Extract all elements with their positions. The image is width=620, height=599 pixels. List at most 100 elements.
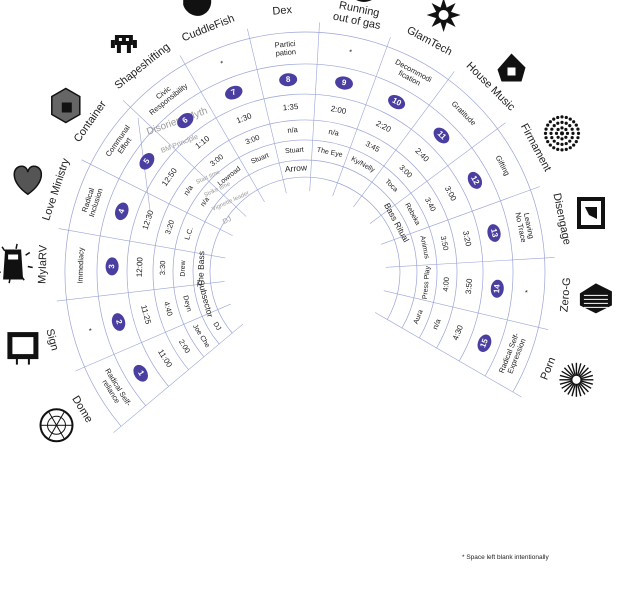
fish-icon	[183, 0, 212, 16]
badge-number: 8	[286, 75, 292, 84]
ring-line	[64, 31, 546, 427]
number-badge	[487, 224, 501, 242]
start-time: 3:00	[443, 185, 459, 203]
segment-10: GlamTechDecommodification102:203:45Ky/Ne…	[350, 24, 454, 174]
camp-name: Dex	[272, 4, 293, 18]
camp-name: Zero-G	[558, 277, 573, 313]
starburst-icon	[559, 362, 594, 397]
number-badge	[388, 94, 406, 110]
ring-line	[126, 93, 484, 387]
camp-name: MyIaRV	[36, 244, 49, 284]
camp-name: Firmament	[518, 122, 553, 174]
principle-label: Gifting	[494, 154, 512, 177]
start-time: 1:35	[282, 102, 299, 112]
principle-label: LeavingNo Trace	[513, 210, 536, 243]
principle-label: CommunalEffort	[104, 123, 139, 163]
spoke-line	[374, 312, 522, 398]
vignette-leader: Deyn	[181, 295, 192, 313]
vignette-leader: The Eye	[316, 147, 343, 159]
wheel-grid	[56, 22, 555, 433]
strike-time: 4:00	[441, 277, 451, 292]
start-time: 4:30	[451, 323, 465, 341]
start-time: 11:00	[156, 348, 174, 370]
start-time: 3:20	[461, 230, 473, 248]
strike-time: n/a	[430, 317, 443, 331]
spoke-line	[353, 71, 455, 208]
spoke-line	[75, 303, 231, 372]
heart-icon	[13, 165, 43, 196]
sign-icon	[7, 332, 39, 365]
principle-label: *	[523, 290, 532, 294]
number-badge	[490, 279, 504, 298]
badge-number: 1	[136, 369, 146, 378]
badge-number: 2	[114, 319, 124, 326]
camp-name: Porn	[539, 356, 559, 382]
invader-icon	[110, 35, 137, 53]
dj-name: DJ	[211, 321, 221, 332]
badge-number: 15	[478, 337, 490, 349]
camp-name: Love Ministry	[40, 156, 72, 222]
badge-number: 5	[142, 156, 152, 165]
badge-number: 13	[489, 228, 500, 239]
camp-icons	[0, 0, 612, 443]
house-icon	[497, 53, 526, 82]
number-badge	[105, 257, 119, 276]
spoke-line	[381, 186, 541, 245]
vignette-leader: Animus	[418, 235, 430, 260]
strike-time: 3:00	[208, 152, 225, 168]
strike-time: n/a	[182, 183, 196, 197]
vignette-leader: Toca	[383, 178, 398, 193]
geodesic-dome-icon	[39, 408, 74, 443]
dots-circle-icon	[543, 115, 581, 152]
spoke-line	[81, 159, 233, 236]
camp-name: Runningout of gas	[332, 0, 385, 32]
start-time: 2:00	[330, 104, 348, 116]
spoke-line	[56, 281, 225, 302]
strike-time: 3:30	[158, 260, 167, 275]
camp-name: Shapeshifting	[113, 41, 173, 92]
container-icon	[51, 87, 81, 124]
legend-dj: DJ	[222, 216, 233, 226]
spoke-line	[309, 22, 320, 192]
principle-label: RadicalInclusion	[79, 185, 105, 219]
number-badge	[467, 171, 483, 189]
badge-number: 4	[116, 207, 126, 215]
spoke-line	[385, 257, 555, 268]
strike-time: 3:20	[163, 219, 176, 236]
start-time: 3:50	[464, 278, 474, 295]
dj-name: The Bass	[195, 251, 206, 287]
ring-line	[152, 119, 458, 370]
badge-number: 9	[341, 78, 348, 88]
number-badge	[115, 202, 129, 221]
principle-label: *	[348, 47, 353, 56]
camp-name: Dome	[69, 394, 95, 425]
vignette-leader: Drew	[180, 259, 188, 276]
spoke-line	[383, 290, 549, 330]
spoke-line	[58, 228, 226, 259]
start-time: 1:30	[235, 111, 253, 125]
principle-label: Decommodification	[390, 57, 434, 91]
strike-time: 4:40	[162, 300, 174, 316]
start-time: 11:25	[139, 304, 153, 326]
principle-label: Gratitude	[450, 99, 478, 127]
principle-label: *	[219, 59, 225, 68]
spoke-line	[122, 100, 247, 217]
spoke-line	[247, 28, 287, 194]
dj-name: Arrow	[284, 162, 308, 174]
start-time: 2:20	[374, 119, 392, 135]
principle-label: Participation	[274, 39, 297, 58]
number-badge	[139, 153, 155, 170]
strike-time: 3:00	[397, 163, 414, 180]
spoke-line	[332, 36, 391, 196]
camp-name: Sign	[43, 328, 60, 352]
ring-line	[96, 63, 514, 406]
principle-label: Radical Self-reliance	[96, 367, 133, 413]
vignette-leader: n/a	[200, 196, 211, 208]
vignette-leader: Press Play	[422, 265, 432, 299]
cube-icon	[577, 197, 605, 229]
